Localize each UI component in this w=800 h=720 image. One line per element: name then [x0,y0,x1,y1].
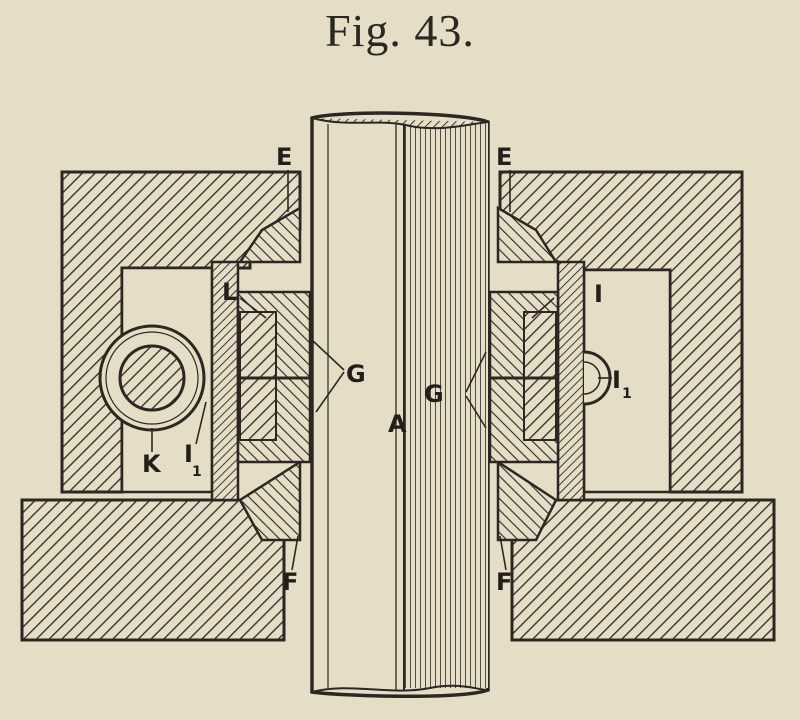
label-e-right: E [496,143,512,171]
label-f-right: F [496,568,512,596]
base-plate [20,498,776,642]
label-i1-right-subscript: 1 [622,386,632,402]
label-k: K [142,450,162,478]
vertical-rings [210,260,586,502]
label-i1-left-subscript: 1 [192,464,202,480]
label-i1-right: I [612,366,621,394]
label-i1-left: I [184,440,193,468]
conical-bushes [237,205,559,542]
label-g-center: G [424,380,444,408]
part-labels: E E L I G G A K I 1 I 1 F F [142,143,632,596]
shaft-a [310,111,490,698]
label-f-left: F [282,568,298,596]
label-e-left: E [276,143,292,171]
ring-k [98,324,206,432]
bearing-blocks [236,290,560,464]
figure-title: Fig. 43. [325,5,475,56]
leader-lines [151,170,612,571]
label-l: L [222,278,237,306]
label-g-left: G [346,360,366,388]
label-i-right: I [594,280,603,308]
label-a: A [388,410,407,438]
